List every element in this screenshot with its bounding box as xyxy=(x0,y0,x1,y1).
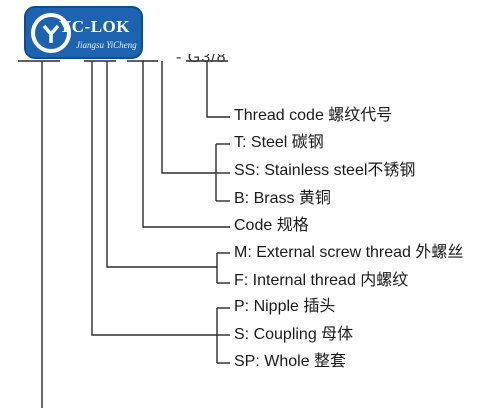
leader-line-thread-code xyxy=(206,61,230,118)
leader-line-material xyxy=(161,61,216,174)
label-stainless-steel: SS: Stainless steel不锈钢 xyxy=(234,162,416,179)
leader-line-code xyxy=(142,61,230,228)
label-nipple: P: Nipple 插头 xyxy=(234,298,336,315)
yc-lok-logo: YC-LOK Jiangsu YiCheng xyxy=(24,6,143,59)
label-whole: SP: Whole 整套 xyxy=(234,353,347,370)
label-external-thread: M: External screw thread 外螺丝 xyxy=(234,244,464,261)
label-coupling: S: Coupling 母体 xyxy=(234,326,354,343)
leader-line-thread-type xyxy=(106,61,217,268)
label-code: Code 规格 xyxy=(234,217,309,234)
leader-line-component xyxy=(91,61,217,336)
label-steel: T: Steel 碳钢 xyxy=(234,134,324,151)
code-example: - G3/8 xyxy=(176,49,227,66)
label-brass: B: Brass 黄铜 xyxy=(234,190,331,207)
label-thread-code: Thread code 螺纹代号 xyxy=(234,107,393,124)
logo-emblem-icon xyxy=(31,13,71,53)
logo-subtitle: Jiangsu YiCheng xyxy=(76,40,137,50)
label-internal-thread: F: Internal thread 内螺纹 xyxy=(234,272,409,289)
logo-title: YC-LOK xyxy=(59,17,130,36)
